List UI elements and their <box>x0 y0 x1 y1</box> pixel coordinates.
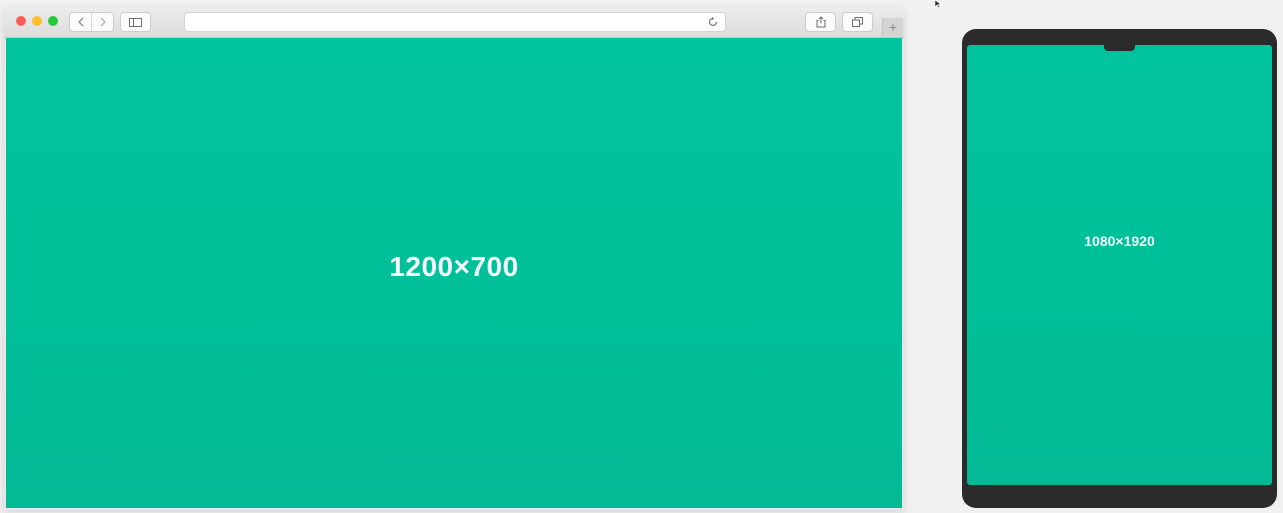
desktop-resolution-label: 1200×700 <box>389 251 519 282</box>
tablet-device: 1080×1920 <box>962 29 1277 508</box>
new-tab-button[interactable]: + <box>882 18 903 37</box>
chevron-right-icon <box>100 17 106 27</box>
address-bar[interactable] <box>184 12 726 32</box>
browser-window: + 1200×700 <box>4 8 904 510</box>
tablet-resolution-label: 1080×1920 <box>1084 233 1155 249</box>
show-tabs-button[interactable] <box>842 12 873 32</box>
browser-toolbar: + <box>4 8 904 38</box>
desktop-viewport: 1200×700 <box>6 38 902 508</box>
tablet-camera-notch <box>1104 41 1135 51</box>
back-button[interactable] <box>70 13 91 31</box>
zoom-window-button[interactable] <box>48 16 58 26</box>
minimize-window-button[interactable] <box>32 16 42 26</box>
tabs-icon <box>852 17 863 27</box>
sidebar-icon <box>129 17 142 27</box>
cursor-icon <box>934 0 942 8</box>
share-icon <box>816 16 825 28</box>
chevron-left-icon <box>77 17 83 27</box>
navigation-buttons <box>69 12 114 32</box>
close-window-button[interactable] <box>16 16 26 26</box>
forward-button[interactable] <box>91 13 113 31</box>
share-button[interactable] <box>805 12 836 32</box>
reload-icon[interactable] <box>707 16 719 28</box>
tablet-screen: 1080×1920 <box>967 45 1272 485</box>
sidebar-toggle-button[interactable] <box>120 12 151 32</box>
